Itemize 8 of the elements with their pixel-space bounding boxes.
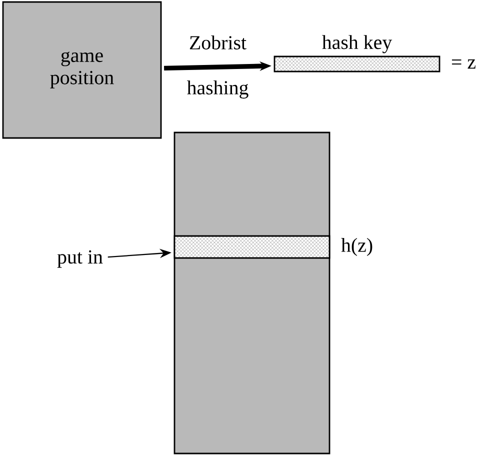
position-box: game position <box>2 1 162 139</box>
beside-label: = z <box>452 59 476 69</box>
beside-label: h(z) <box>341 238 372 256</box>
edge-label: Zobrist hashing <box>186 35 248 99</box>
text-label: put in <box>57 250 103 268</box>
hash-key-bar: hash key <box>274 35 440 72</box>
node-label: hash key <box>322 35 392 54</box>
table-column <box>174 132 330 454</box>
